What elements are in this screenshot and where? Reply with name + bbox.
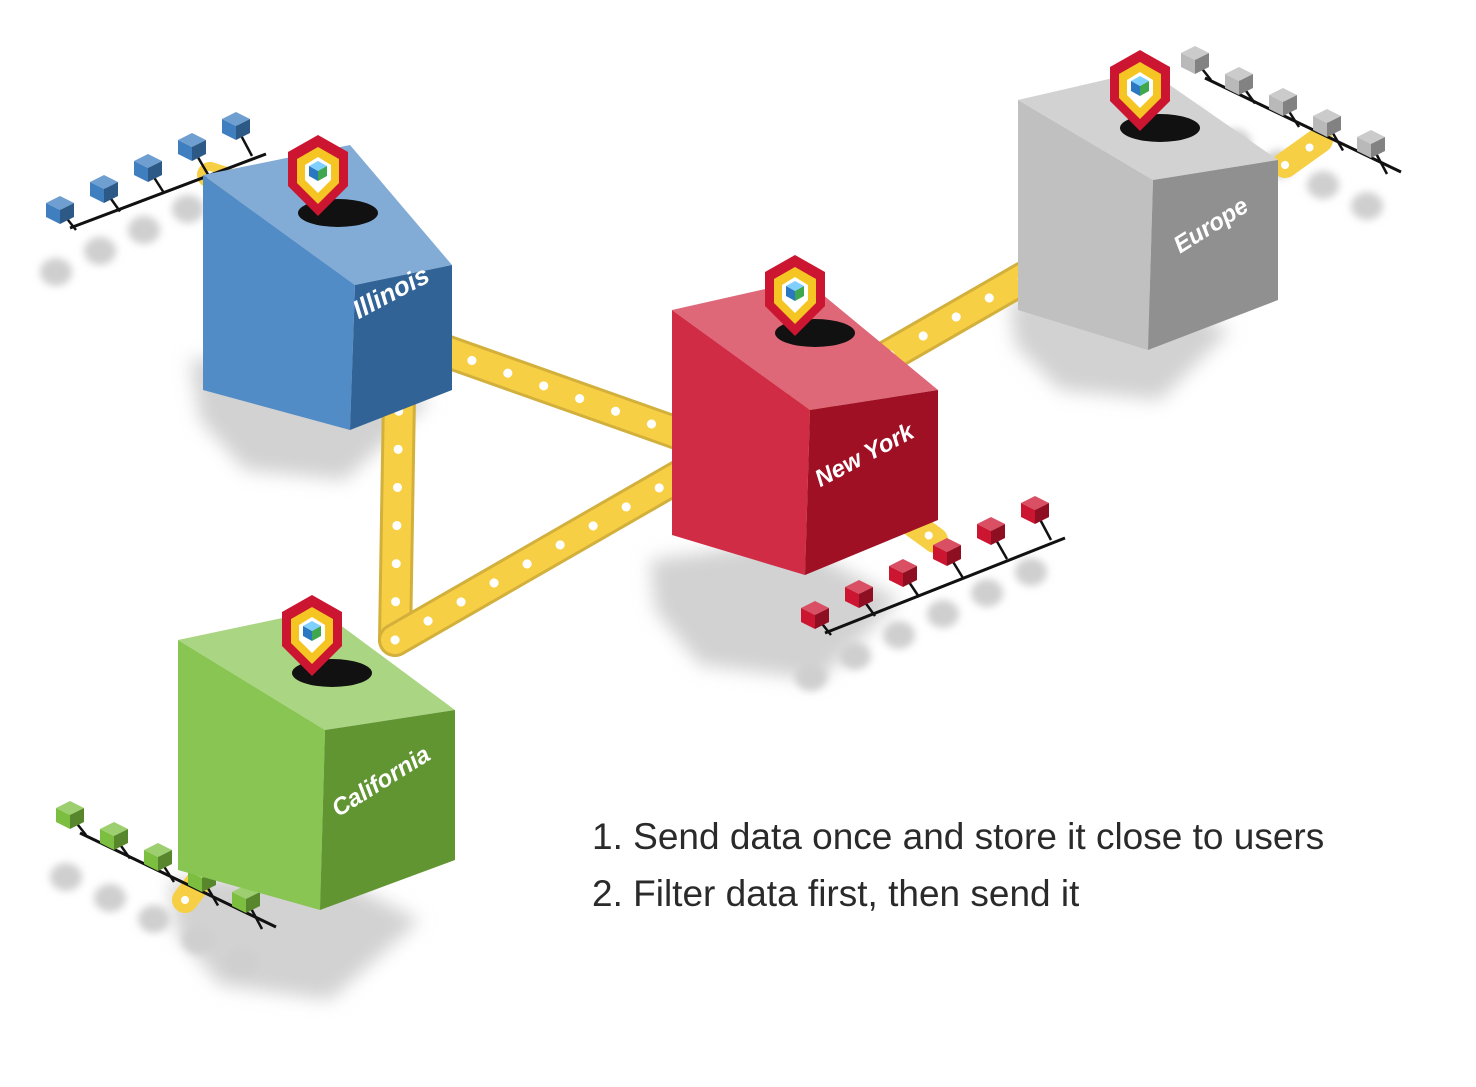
illinois-server-badge-icon (288, 135, 378, 227)
new-york-server-badge-icon (765, 255, 855, 347)
note-send-once: 1. Send data once and store it close to … (592, 816, 1325, 857)
link-illinois-new-york (383, 318, 742, 467)
illinois-leaf-shadow (128, 216, 160, 244)
new-york-leaf-node (801, 601, 829, 629)
new-york-leaf-node (889, 559, 917, 587)
new-york-leaf-shadow (883, 621, 915, 649)
illinois-leaf-shadow (40, 258, 72, 286)
california-leaf-node (100, 822, 128, 850)
illinois-bus-line (69, 152, 267, 230)
new-york-leaf-shadow (795, 663, 827, 691)
europe-leaf-node (1225, 67, 1253, 95)
new-york-shadow (650, 540, 900, 680)
note-filter-first: 2. Filter data first, then send it (592, 873, 1080, 914)
europe-leaf-node (1181, 46, 1209, 74)
illinois-site-cube: Illinois (203, 135, 452, 430)
new-york-leaf-node (1021, 496, 1049, 524)
california-leaf-node (232, 885, 260, 913)
california-leaf-shadow (94, 884, 126, 912)
illinois-leaf-shadow (84, 237, 116, 265)
california-cube-side (320, 710, 455, 910)
illinois-leaf-node (46, 196, 74, 224)
europe-leaf-shadow (1351, 192, 1383, 220)
europe-leaf-shadow (1307, 171, 1339, 199)
california-leaf-shadow (138, 905, 170, 933)
california-server-badge-icon (282, 595, 372, 687)
europe-server-badge-icon (1110, 50, 1200, 142)
california-cube-front (178, 640, 325, 910)
illinois-leaf-node (134, 154, 162, 182)
europe-leaf-network (1181, 46, 1402, 178)
europe-leaf-node (1269, 88, 1297, 116)
illinois-leaf-node (222, 112, 250, 140)
california-leaf-shadow (226, 947, 258, 975)
new-york-leaf-node (933, 538, 961, 566)
europe-leaf-node (1357, 130, 1385, 158)
new-york-leaf-shadow (839, 642, 871, 670)
california-leaf-shadow (182, 926, 214, 954)
europe-leaf-node (1313, 109, 1341, 137)
new-york-leaf-node (977, 517, 1005, 545)
new-york-bus-line (824, 536, 1066, 635)
europe-site-cube: Europe (1018, 50, 1278, 350)
new-york-site-cube: New York (672, 255, 938, 575)
new-york-leaf-shadow (1015, 558, 1047, 586)
europe-cube-front (1018, 100, 1153, 350)
california-site-cube: California (178, 595, 455, 910)
new-york-leaf-shadow (971, 579, 1003, 607)
illinois-cube-side (350, 265, 452, 430)
new-york-cube-front (672, 310, 810, 575)
illinois-cube-front (203, 175, 355, 430)
california-leaf-shadow (50, 863, 82, 891)
illinois-leaf-node (178, 133, 206, 161)
new-york-leaf-shadow (927, 600, 959, 628)
new-york-cube-side (805, 390, 938, 575)
illinois-leaf-node (90, 175, 118, 203)
europe-cube-side (1148, 160, 1278, 350)
california-leaf-node (56, 801, 84, 829)
europe-network-stub (1272, 127, 1333, 178)
link-california-new-york (378, 433, 742, 657)
new-york-leaf-node (845, 580, 873, 608)
illinois-leaf-shadow (172, 195, 204, 223)
california-leaf-node (144, 843, 172, 871)
